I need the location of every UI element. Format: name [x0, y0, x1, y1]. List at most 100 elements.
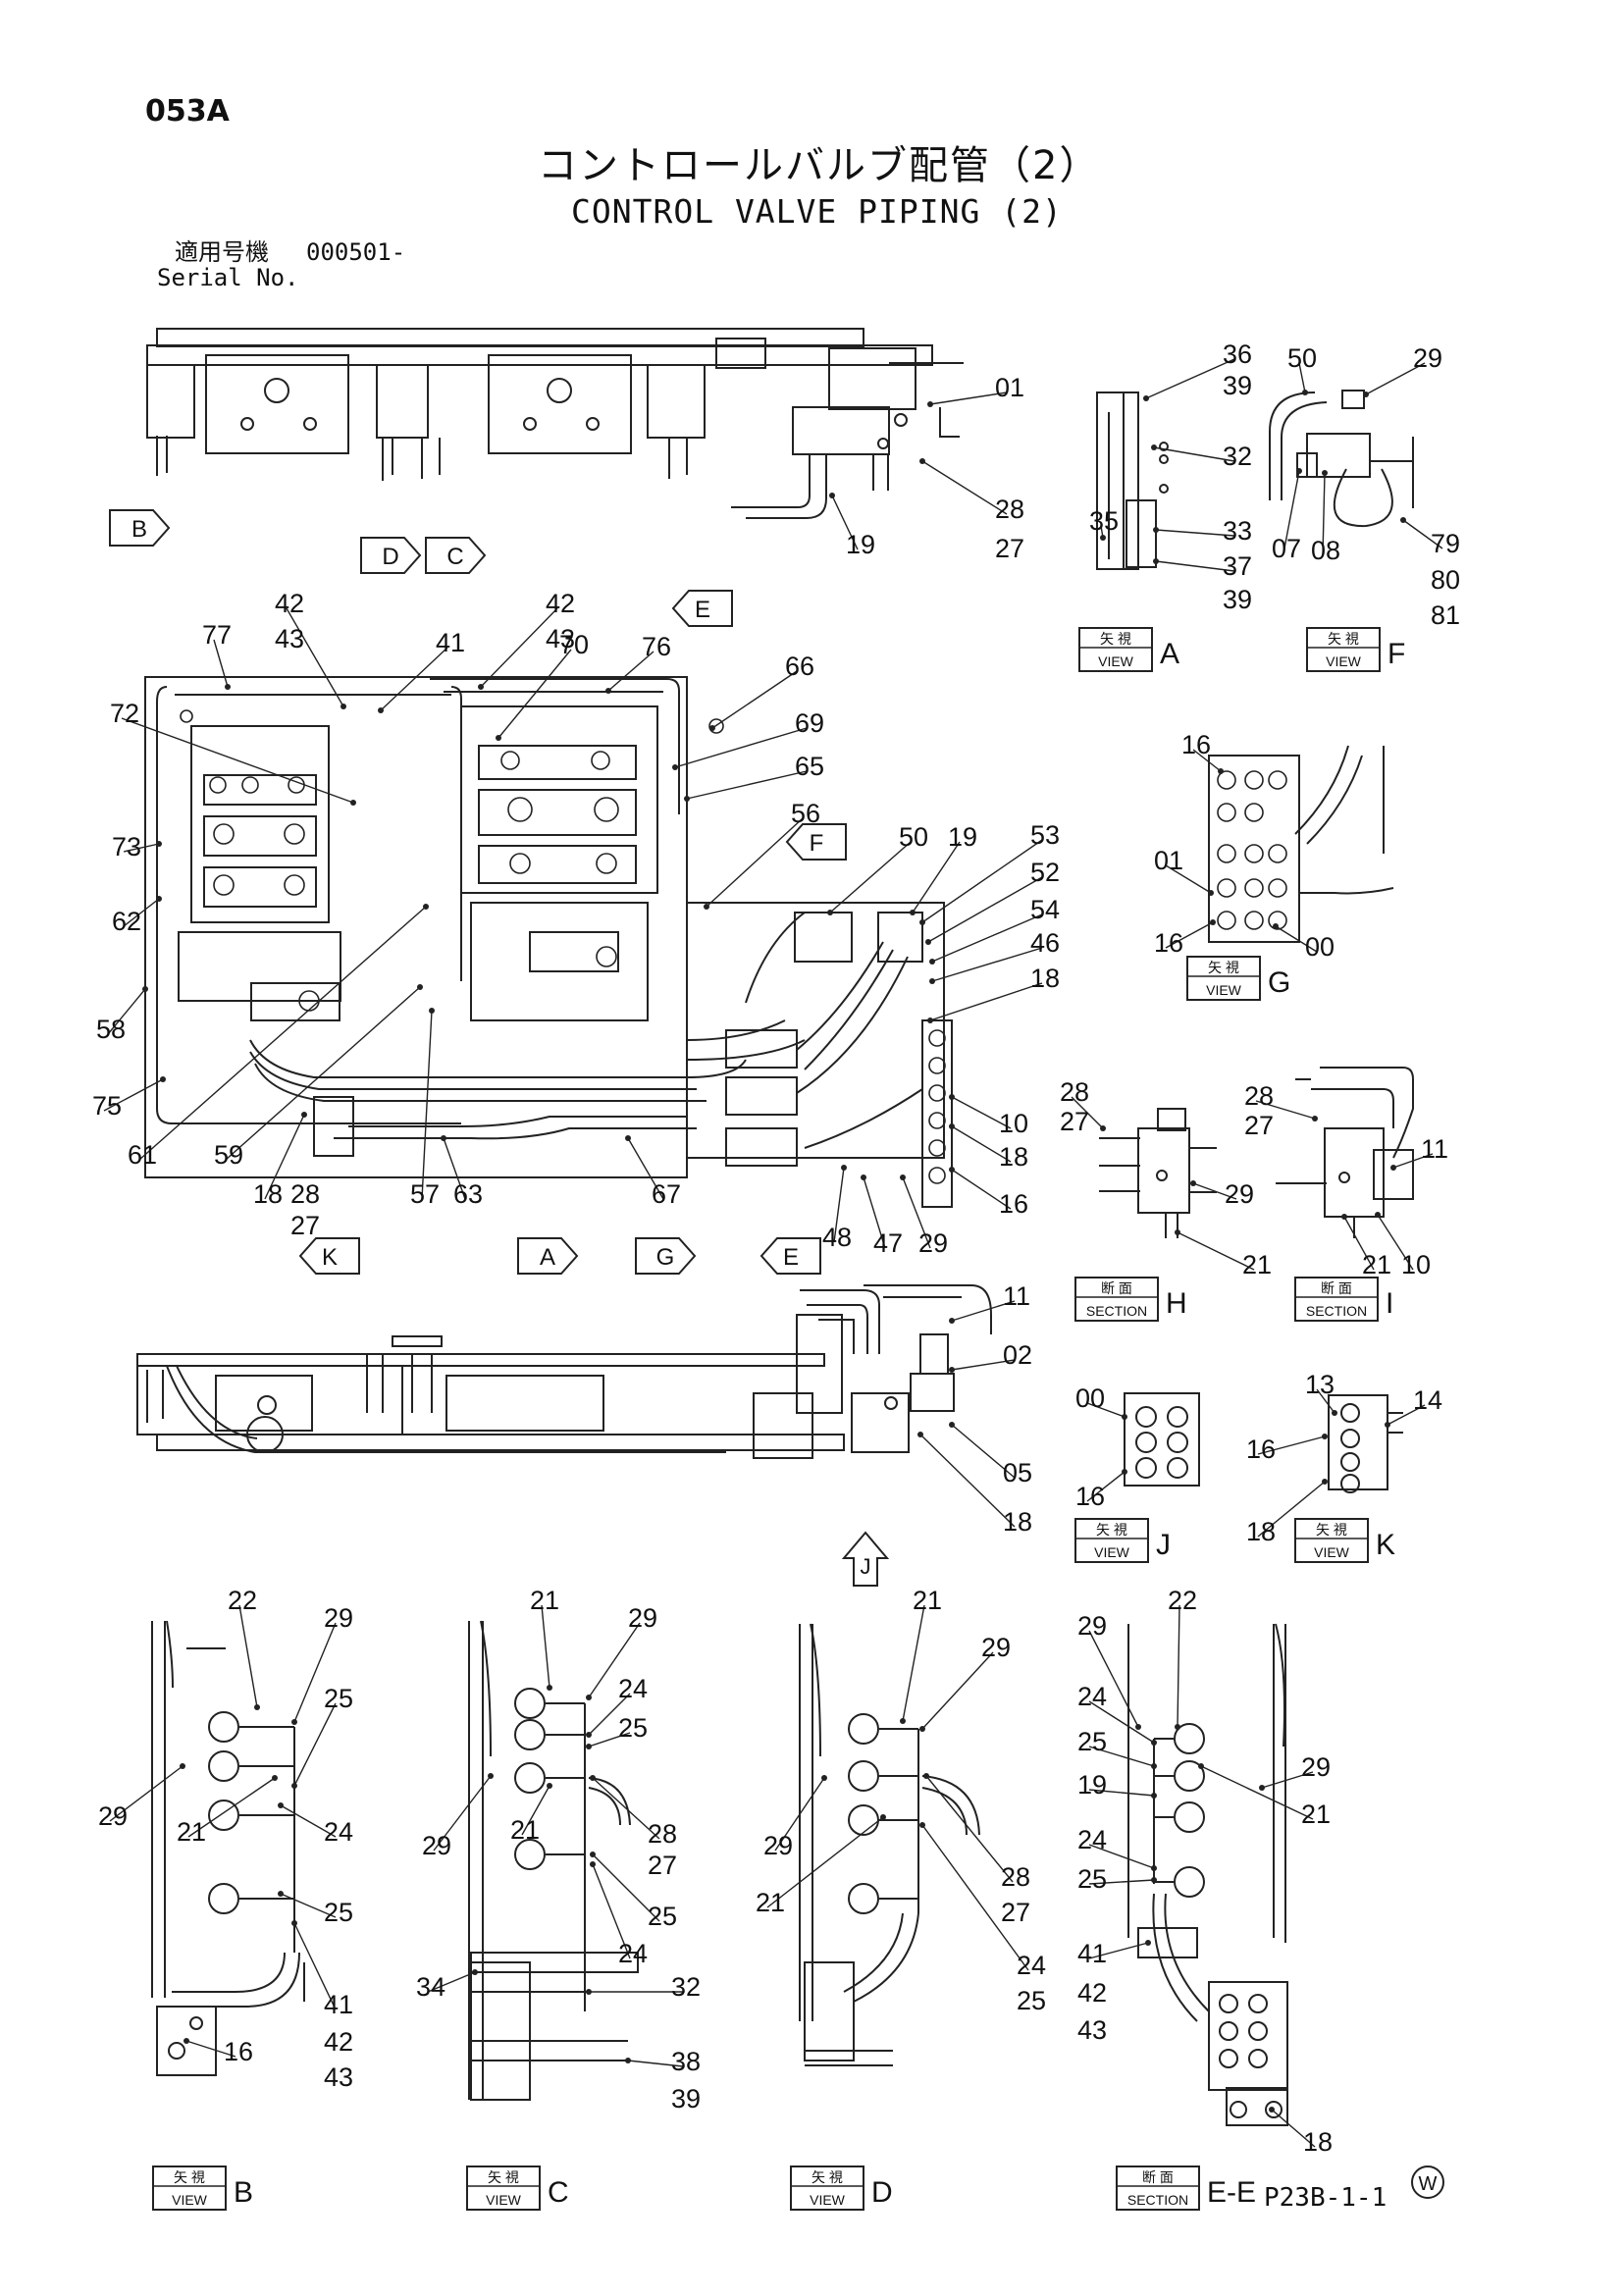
- caption-letter: C: [548, 2176, 569, 2209]
- part-callout-11: 11: [1003, 1281, 1030, 1311]
- part-callout-18: 18: [1303, 2127, 1333, 2157]
- plan-view-drawing: [144, 676, 953, 1208]
- callout-leader-dot: [301, 1112, 307, 1118]
- callout-leader: [863, 1176, 886, 1249]
- part-callout-42: 42: [324, 2027, 353, 2057]
- callout-leader: [480, 607, 558, 688]
- part-callout-29: 29: [422, 1831, 451, 1860]
- callout-leader-dot: [1385, 1422, 1390, 1428]
- callout-leader-dot: [1122, 1414, 1127, 1420]
- part-callout-36: 36: [1223, 339, 1252, 369]
- caption-box-frame: [152, 2166, 227, 2211]
- part-callout-42: 42: [1077, 1978, 1107, 2008]
- part-callout-16: 16: [1075, 1482, 1105, 1511]
- part-callout-38: 38: [671, 2047, 701, 2076]
- part-callout-21: 21: [913, 1586, 942, 1615]
- callout-leader-dot: [1218, 768, 1224, 774]
- part-callout-61: 61: [128, 1140, 157, 1170]
- callout-leader-dot: [1143, 395, 1149, 401]
- callout-leader: [1261, 1771, 1314, 1789]
- part-callout-10: 10: [999, 1109, 1028, 1138]
- caption-letter: H: [1166, 1287, 1187, 1320]
- callout-leader-dot: [625, 1135, 631, 1141]
- part-callout-29: 29: [1301, 1752, 1331, 1782]
- callout-leader: [1392, 1153, 1434, 1169]
- part-callout-18: 18: [1030, 964, 1060, 993]
- callout-leader: [1377, 1214, 1414, 1271]
- part-callout-66: 66: [785, 652, 814, 681]
- callout-leader-dot: [1302, 390, 1308, 395]
- part-callout-25: 25: [1077, 1727, 1107, 1756]
- part-callout-21: 21: [1362, 1250, 1391, 1279]
- part-callout-21: 21: [510, 1815, 540, 1845]
- callout-leader-dot: [1269, 2107, 1275, 2113]
- callout-leader: [1322, 472, 1326, 556]
- callout-leader: [902, 1604, 925, 1722]
- callout-leader: [1071, 1096, 1104, 1129]
- part-callout-22: 22: [1168, 1586, 1197, 1615]
- callout-leader-dot: [919, 919, 925, 925]
- part-callout-27: 27: [1060, 1107, 1089, 1136]
- callout-leader-dot: [672, 764, 678, 770]
- view-b-drawing: [151, 1620, 305, 2076]
- callout-leader: [541, 1604, 550, 1689]
- part-callout-21: 21: [1242, 1250, 1272, 1279]
- callout-leader: [427, 1971, 476, 1993]
- part-callout-28: 28: [1244, 1081, 1274, 1111]
- callout-leader: [1086, 1402, 1126, 1418]
- part-callout-32: 32: [1223, 442, 1252, 471]
- callout-leader: [706, 817, 804, 908]
- callout-leader: [831, 495, 859, 550]
- part-callout-29: 29: [1225, 1179, 1254, 1209]
- callout-leader: [109, 1765, 183, 1822]
- callout-leader-dot: [156, 896, 162, 902]
- callout-leader: [951, 1096, 1012, 1129]
- view-arrow-j: [841, 1531, 890, 1587]
- callout-leader-dot: [929, 978, 935, 984]
- callout-leader-dot: [880, 1814, 886, 1820]
- part-callout-28: 28: [1001, 1862, 1030, 1892]
- callout-leader: [931, 913, 1043, 963]
- caption-kind-en: SECTION: [1306, 1303, 1367, 1319]
- callout-leader: [1088, 1844, 1155, 1869]
- part-callout-29: 29: [1413, 343, 1442, 373]
- part-callout-52: 52: [1030, 858, 1060, 887]
- part-callout-16: 16: [224, 2037, 253, 2066]
- part-callout-25: 25: [648, 1902, 677, 1931]
- callout-leader: [921, 1651, 994, 1730]
- callout-leader: [103, 1078, 164, 1112]
- callout-leader: [588, 1622, 641, 1698]
- view-arrow-f: [785, 823, 847, 861]
- callout-leader-dot: [441, 1135, 446, 1141]
- callout-leader: [1316, 1388, 1335, 1414]
- callout-leader: [185, 2040, 236, 2058]
- part-callout-19: 19: [846, 530, 875, 559]
- callout-leader-dot: [900, 1718, 906, 1724]
- callout-leader: [951, 1300, 1016, 1322]
- caption-kind-jp: 矢 視: [174, 2169, 205, 2185]
- callout-leader-dot: [841, 1165, 847, 1171]
- footer-code: P23B-1-1: [1264, 2183, 1387, 2213]
- caption-kind-jp: 断 面: [1321, 1280, 1352, 1296]
- caption-kind-en: SECTION: [1127, 2192, 1188, 2208]
- callout-leader-dot: [590, 1852, 596, 1857]
- caption-letter: J: [1156, 1529, 1171, 1561]
- caption-letter: K: [1376, 1529, 1395, 1561]
- watermark-circle: [1411, 2166, 1444, 2199]
- callout-leader-dot: [949, 1123, 955, 1129]
- callout-leader-dot: [1259, 1785, 1265, 1791]
- callout-leader: [951, 1125, 1012, 1163]
- callout-leader-dot: [605, 688, 611, 694]
- part-callout-14: 14: [1413, 1385, 1442, 1415]
- part-callout-25: 25: [324, 1684, 353, 1713]
- callout-leader-dot: [225, 684, 231, 690]
- callout-leader-dot: [1100, 535, 1106, 541]
- part-callout-25: 25: [1077, 1864, 1107, 1894]
- callout-leader: [1200, 1765, 1314, 1820]
- part-callout-77: 77: [202, 620, 232, 650]
- part-callout-46: 46: [1030, 928, 1060, 958]
- caption-letter: I: [1386, 1287, 1393, 1320]
- part-callout-43: 43: [324, 2062, 353, 2092]
